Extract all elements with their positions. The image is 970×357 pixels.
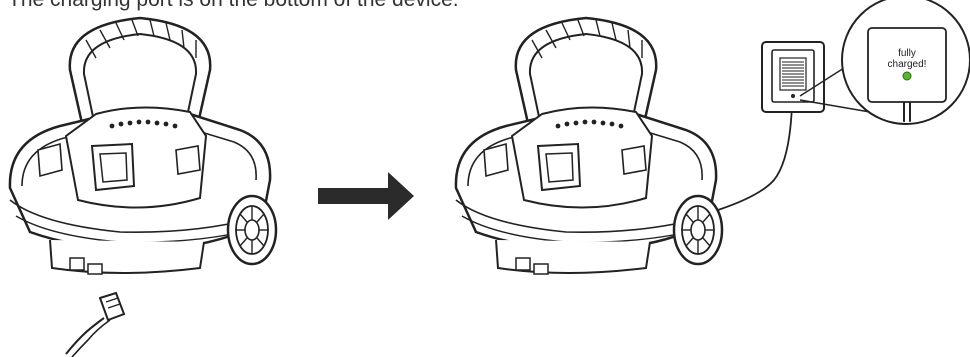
arrow-right-icon <box>318 172 414 220</box>
robot-cleaner-left <box>10 18 276 274</box>
wall-charger-icon <box>762 42 824 112</box>
charger-cable <box>718 104 792 210</box>
robot-cleaner-right <box>456 18 722 274</box>
zoom-label-line2: charged! <box>888 59 927 70</box>
charging-cable-icon <box>66 293 124 357</box>
robot-cleaner-icon <box>456 18 722 274</box>
zoom-label-line1: fully <box>898 48 916 59</box>
robot-cleaner-icon <box>10 18 276 274</box>
led-indicator-icon <box>903 72 911 80</box>
